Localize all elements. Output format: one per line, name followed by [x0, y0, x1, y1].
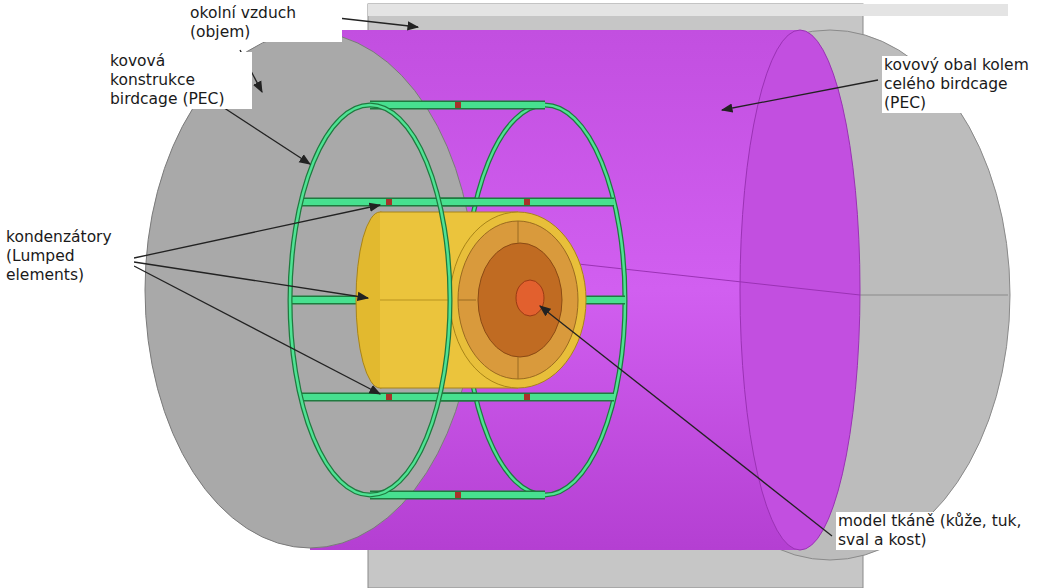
birdcage-rungs	[290, 105, 625, 495]
leader-line	[722, 80, 878, 110]
air-slab-top	[368, 4, 1008, 16]
leader-line	[212, 100, 310, 164]
leader-line	[134, 262, 368, 298]
metal-shield-end	[740, 30, 860, 550]
tissue-model	[356, 212, 586, 388]
leader-line	[540, 306, 832, 536]
callout-label: model tkáně (kůže, tuk, sval a kost)	[836, 512, 1030, 550]
edge-line	[860, 295, 1008, 296]
callout-label: kovový obal kolem celého birdcage (PEC)	[882, 56, 1036, 113]
callout-label: kovová konstrukce birdcage (PEC)	[108, 52, 252, 109]
edge-line	[560, 262, 860, 295]
birdcage-ring	[290, 105, 450, 495]
birdcage-ring	[290, 105, 450, 495]
callout-label: okolní vzduch (objem)	[188, 4, 342, 42]
leader-line	[134, 266, 380, 394]
leader-line	[134, 205, 380, 258]
callout-label: kondenzátory (Lumped elements)	[4, 228, 134, 285]
